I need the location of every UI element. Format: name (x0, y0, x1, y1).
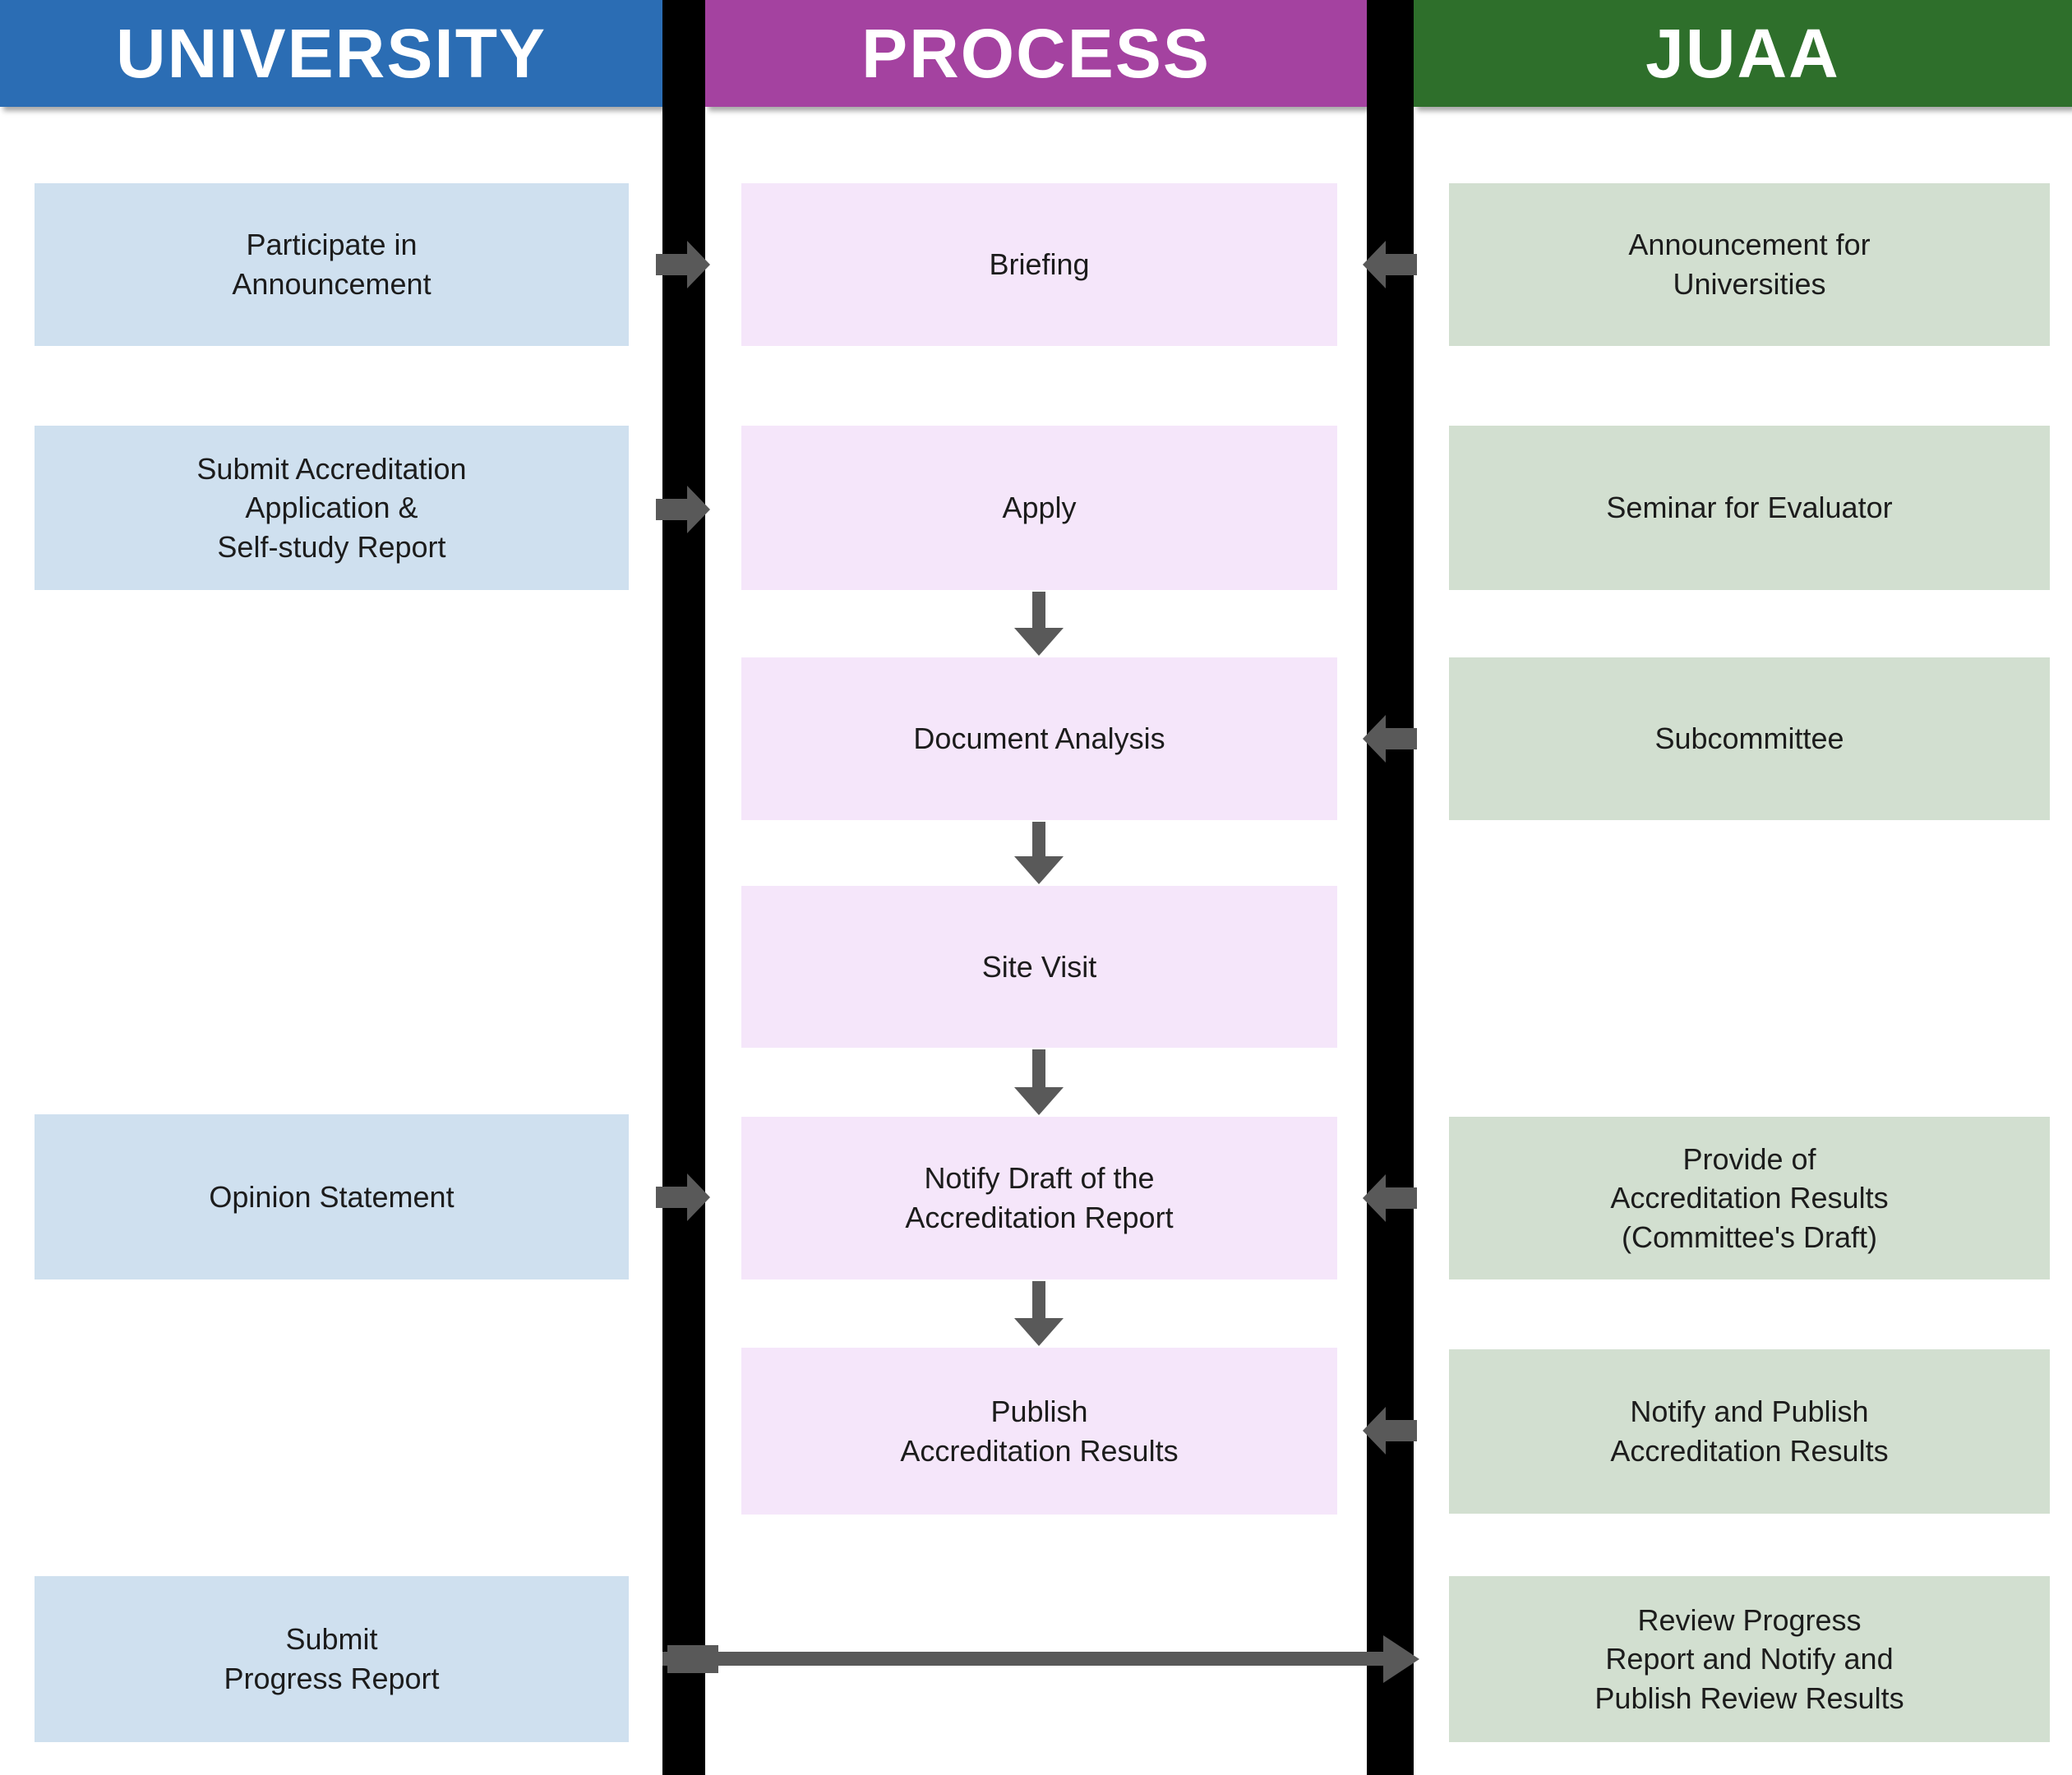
arrow-opinion-statement-to-notify-draft (656, 1173, 710, 1221)
arrow-shaft (1384, 254, 1417, 275)
university-box-submit-application: Submit Accreditation Application & Self-… (35, 426, 629, 590)
arrow-head (1363, 1407, 1386, 1455)
arrow-university-to-briefing (656, 241, 710, 288)
arrow-head (687, 486, 710, 533)
process-step-briefing: Briefing (741, 183, 1337, 346)
arrow-progress-report-to-review (662, 1635, 1419, 1683)
arrow-shaft (656, 254, 689, 275)
arrow-shaft (1384, 1420, 1417, 1441)
process-step-publish-results: Publish Accreditation Results (741, 1348, 1337, 1515)
arrow-site-visit-to-notify-draft (1014, 1049, 1064, 1115)
lane-divider-right (1367, 0, 1414, 1775)
juaa-box-provide-accreditation-results: Provide of Accreditation Results (Commit… (1449, 1117, 2050, 1279)
arrow-head (1014, 856, 1064, 884)
juaa-box-seminar-for-evaluator: Seminar for Evaluator (1449, 426, 2050, 590)
arrow-head (1363, 241, 1386, 288)
arrow-head (1014, 1318, 1064, 1346)
arrow-shaft (1032, 1049, 1045, 1087)
juaa-lane-header: JUAA (1414, 0, 2072, 107)
arrow-head (1014, 1087, 1064, 1115)
arrow-shaft (1384, 728, 1417, 749)
arrow-head (687, 241, 710, 288)
process-lane-header: PROCESS (705, 0, 1367, 107)
arrow-notify-draft-to-publish (1014, 1281, 1064, 1346)
arrow-apply-to-document-analysis (1014, 592, 1064, 656)
juaa-box-announcement-for-universities: Announcement for Universities (1449, 183, 2050, 346)
lane-divider-left (662, 0, 705, 1775)
arrow-shaft (1032, 592, 1045, 628)
university-box-participate-announcement: Participate in Announcement (35, 183, 629, 346)
university-box-submit-progress-report: Submit Progress Report (35, 1576, 629, 1742)
arrow-document-analysis-to-site-visit (1014, 822, 1064, 884)
process-step-document-analysis: Document Analysis (741, 657, 1337, 820)
arrow-shaft (1384, 1187, 1417, 1209)
university-box-opinion-statement: Opinion Statement (35, 1114, 629, 1279)
process-step-notify-draft: Notify Draft of the Accreditation Report (741, 1117, 1337, 1279)
juaa-box-review-progress-report: Review Progress Report and Notify and Pu… (1449, 1576, 2050, 1742)
arrow-subcommittee-to-document-analysis (1363, 715, 1417, 763)
arrow-shaft (662, 1652, 1383, 1666)
arrow-provide-results-to-notify-draft (1363, 1174, 1417, 1222)
arrow-head (1014, 628, 1064, 656)
juaa-box-subcommittee: Subcommittee (1449, 657, 2050, 820)
process-step-apply: Apply (741, 426, 1337, 590)
juaa-box-notify-publish-results: Notify and Publish Accreditation Results (1449, 1349, 2050, 1514)
arrow-notify-publish-to-publish-results (1363, 1407, 1417, 1455)
arrow-head (1363, 715, 1386, 763)
arrow-head (687, 1173, 710, 1221)
arrow-shaft (1032, 822, 1045, 856)
arrow-head (1383, 1635, 1419, 1683)
arrow-shaft (656, 1187, 689, 1208)
arrow-university-to-apply (656, 486, 710, 533)
arrow-juaa-to-briefing (1363, 241, 1417, 288)
arrow-shaft (656, 499, 689, 520)
process-step-site-visit: Site Visit (741, 886, 1337, 1048)
university-lane-header: UNIVERSITY (0, 0, 662, 107)
arrow-shaft (1032, 1281, 1045, 1318)
arrow-head (1363, 1174, 1386, 1222)
